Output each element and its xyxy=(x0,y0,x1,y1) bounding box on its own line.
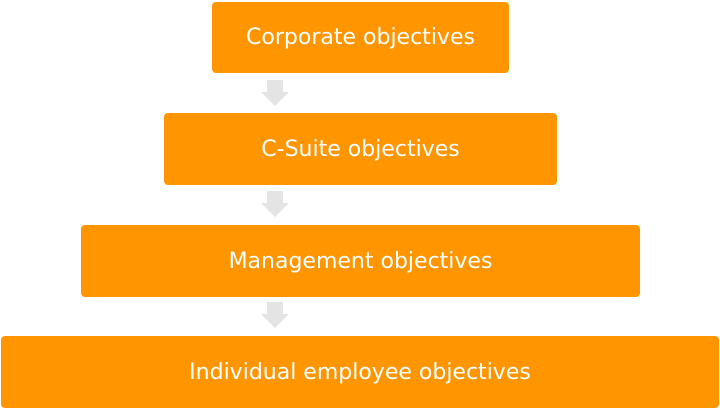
level-box-c-suite: C-Suite objectives xyxy=(164,113,557,185)
down-arrow-icon xyxy=(261,80,289,106)
level-box-individual-employee: Individual employee objectives xyxy=(1,336,719,408)
down-arrow-icon xyxy=(261,191,289,217)
level-label: Corporate objectives xyxy=(246,25,475,50)
level-box-management: Management objectives xyxy=(81,225,640,297)
down-arrow-icon xyxy=(261,302,289,328)
level-box-corporate: Corporate objectives xyxy=(212,2,509,73)
level-label: Individual employee objectives xyxy=(189,359,531,385)
level-label: C-Suite objectives xyxy=(261,136,460,162)
level-label: Management objectives xyxy=(228,248,493,274)
